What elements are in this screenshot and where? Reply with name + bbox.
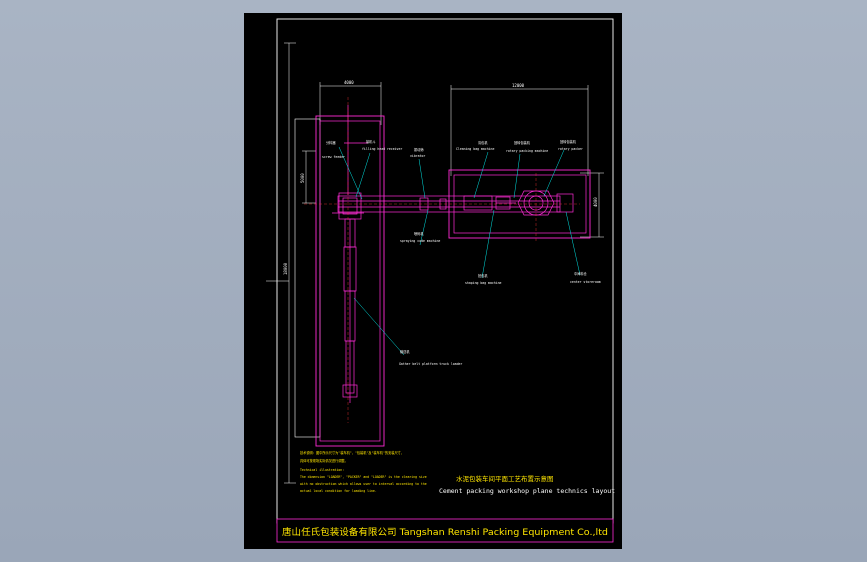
callout-center-cn: 中间料仓 xyxy=(574,271,588,276)
notes-line3-en: actual local condition for loading line. xyxy=(300,489,377,493)
drawing-sheet: 18000 4000 5000 12000 4000 xyxy=(244,13,622,549)
centerlines xyxy=(304,97,580,423)
notes-title-en: Technical illustration: xyxy=(300,468,344,472)
left-workshop-outline xyxy=(294,115,385,447)
callouts: 分料器 screw feeder 接机斗 filling head receiv… xyxy=(322,139,601,366)
callout-spray-en: spraying code machine xyxy=(400,239,440,243)
drawing-title-en: Cement packing workshop plane technics l… xyxy=(439,487,615,495)
drawing-border xyxy=(276,18,614,524)
notes-line1-cn: 图中所示尺寸为"装车机"，"包装机"及"装车机"的安装尺寸， xyxy=(316,450,404,455)
dim-right-short xyxy=(580,172,604,238)
dim-right-top xyxy=(450,85,589,176)
drawing-title-cn: 水泥包装车间平面工艺布置示意图 xyxy=(456,474,554,483)
callout-receiver-en: filling head receiver xyxy=(362,147,402,151)
dim-left-top-label: 4000 xyxy=(344,80,354,85)
dim-left-short xyxy=(302,150,316,204)
callout-rotary2-en: rotary packer xyxy=(558,147,583,151)
dim-left-short-label: 5000 xyxy=(300,173,305,183)
cad-drawing: 18000 4000 5000 12000 4000 xyxy=(266,18,615,543)
company-banner xyxy=(276,518,614,543)
callout-screw-feeder-cn: 分料器 xyxy=(326,140,336,145)
dim-right-top-label: 12000 xyxy=(512,83,525,88)
packing-machine-group xyxy=(463,190,574,216)
leader-lines xyxy=(338,146,581,356)
dim-left-top xyxy=(319,82,382,125)
notes-title-cn: 技术说明: xyxy=(300,450,315,455)
callout-center-en: center storeroom xyxy=(570,280,601,284)
notes-line2-cn: 具体可按现场实际情况进行调整。 xyxy=(300,458,348,463)
callout-vibrator-en: vibrator xyxy=(410,154,425,158)
callout-rotary-cn: 回转包装机 xyxy=(514,140,531,145)
dim-left-vertical-label: 18000 xyxy=(283,262,288,275)
callout-conveyor-en: Gather belt platform truck loader xyxy=(399,362,462,366)
callout-conveyor-cn: 输送机 xyxy=(400,349,410,354)
callout-vibrator-cn: 振动筛 xyxy=(414,147,424,152)
callout-shaping-cn: 拍包机 xyxy=(478,273,488,278)
callout-shaping-en: shaping bag machine xyxy=(465,281,502,285)
dim-right-short-label: 4000 xyxy=(593,197,598,207)
callout-cleaning-cn: 清包机 xyxy=(478,140,488,145)
technical-notes: 技术说明: 图中所示尺寸为"装车机"，"包装机"及"装车机"的安装尺寸， 具体可… xyxy=(300,450,427,493)
notes-line1-en: The dimension "LOADER", "PACKER" and "LO… xyxy=(300,475,427,479)
dim-left-vertical xyxy=(266,42,296,484)
callout-spray-cn: 喷码机 xyxy=(414,231,424,236)
notes-line2-en: with no obstruction which allows user to… xyxy=(300,482,427,486)
callout-rotary2-cn: 回转包装机 xyxy=(560,139,577,144)
callout-rotary-en: rotary packing machine xyxy=(506,149,548,153)
company-name: 唐山任氏包装设备有限公司 Tangshan Renshi Packing Equ… xyxy=(282,526,608,538)
callout-screw-feeder-en: screw feeder xyxy=(322,155,345,159)
callout-cleaning-en: Cleaning bag machine xyxy=(456,147,494,151)
callout-receiver-cn: 接机斗 xyxy=(366,139,376,144)
